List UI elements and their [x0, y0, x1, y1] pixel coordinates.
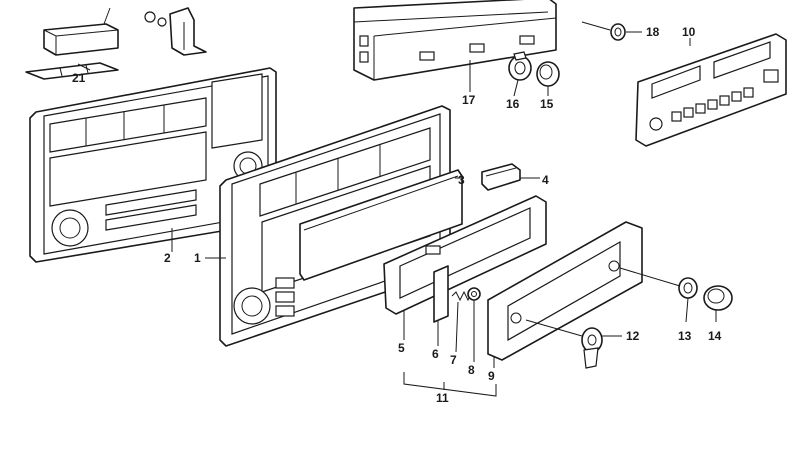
callout-7: 7 — [450, 353, 457, 367]
callout-8: 8 — [468, 363, 475, 377]
callout-16: 16 — [506, 97, 520, 111]
part-2-rear-bezel — [29, 67, 277, 263]
leader-lines — [77, 7, 717, 397]
part-4-cap — [481, 163, 521, 191]
callout-4: 4 — [542, 173, 549, 187]
part-13-ring — [678, 277, 698, 299]
callout-10: 10 — [682, 25, 696, 39]
callout-13: 13 — [678, 329, 692, 343]
part-15-knob — [536, 61, 560, 87]
part-12-knob-lever — [581, 327, 603, 369]
callout-17: 17 — [462, 93, 476, 107]
callout-12: 12 — [626, 329, 640, 343]
part-10-faceplate — [635, 33, 787, 147]
callout-18: 18 — [646, 25, 660, 39]
part-9-front-frame — [487, 221, 643, 361]
part-14-knob — [703, 285, 733, 311]
part-clip-nuts — [144, 7, 207, 56]
part-18-washer — [610, 23, 626, 41]
callout-15: 15 — [540, 97, 554, 111]
part-8-nut — [467, 287, 481, 301]
callout-9: 9 — [488, 369, 495, 383]
callout-21: 21 — [72, 71, 86, 85]
callout-6: 6 — [432, 347, 439, 361]
part-17-chassis — [353, 0, 557, 81]
part-3-display-window — [299, 169, 463, 281]
callout-3: 3 — [458, 173, 465, 187]
callout-5: 5 — [398, 341, 405, 355]
part-6-plate — [433, 265, 449, 323]
callout-1: 1 — [194, 251, 201, 265]
callout-11: 11 — [436, 391, 449, 405]
callout-labels: 21 2 1 3 4 17 16 15 18 10 5 6 7 8 9 11 1… — [72, 25, 722, 405]
part-5-mount-frame — [383, 195, 547, 315]
callout-2: 2 — [164, 251, 171, 265]
callout-14: 14 — [708, 329, 722, 343]
part-16-knob-ring — [508, 51, 532, 81]
part-21-foam-and-bracket — [25, 23, 119, 80]
